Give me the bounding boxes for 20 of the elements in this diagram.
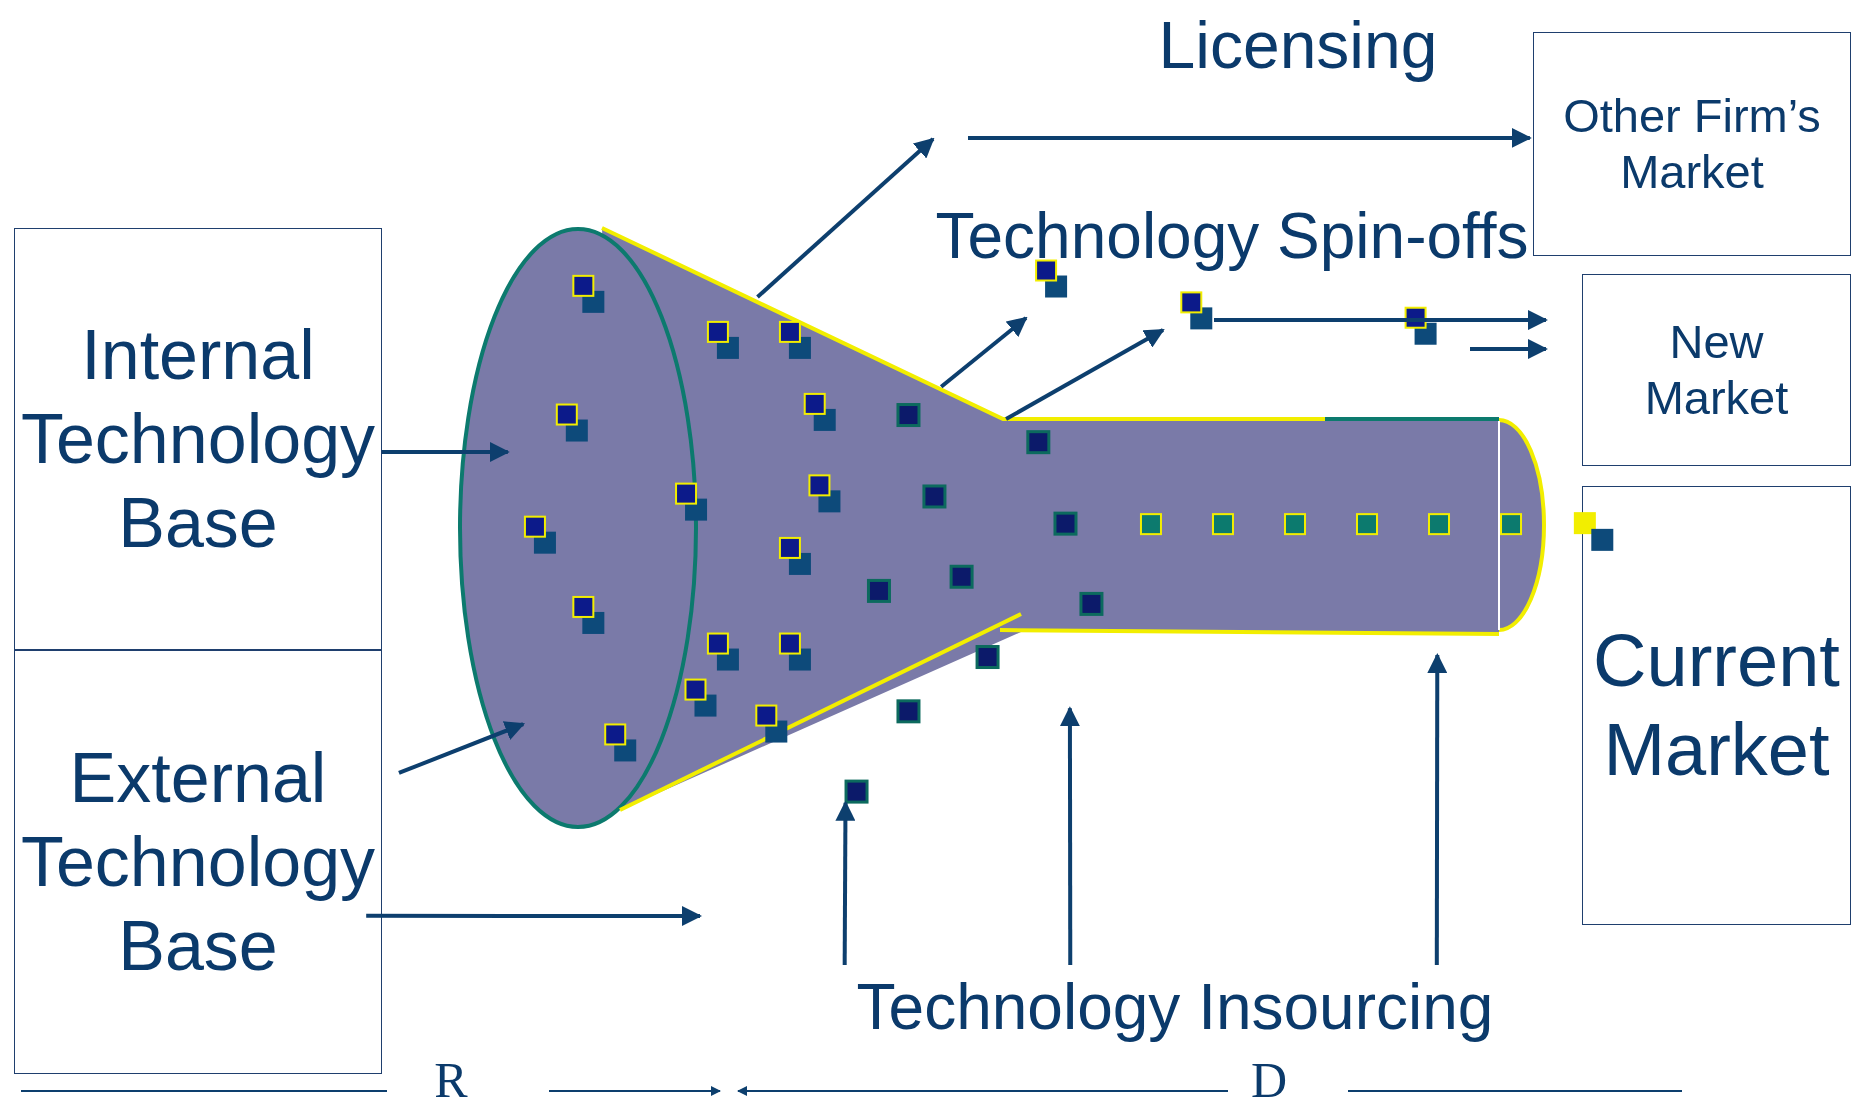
arrow xyxy=(382,442,510,462)
arrow xyxy=(366,906,702,926)
arrow xyxy=(1427,653,1448,965)
technology-base-box: Internal Technology Base xyxy=(14,228,382,650)
market-box: Other Firm’s Market xyxy=(1533,32,1851,256)
dimension-label: R xyxy=(434,1055,468,1105)
market-box: New Market xyxy=(1582,274,1851,466)
arrow xyxy=(756,137,935,299)
arrow xyxy=(835,800,856,965)
arrow xyxy=(1470,339,1548,360)
arrow xyxy=(1005,328,1165,421)
arrow xyxy=(1059,706,1080,965)
arrow xyxy=(398,721,526,775)
arrow xyxy=(968,127,1532,148)
arrow xyxy=(939,316,1028,389)
arrow xyxy=(1214,310,1548,331)
market-box: Current Market xyxy=(1582,486,1851,925)
insourcing-label: Technology Insourcing xyxy=(790,965,1560,1050)
dimension-label: D xyxy=(1250,1055,1288,1105)
technology-base-box: External Technology Base xyxy=(14,650,382,1074)
